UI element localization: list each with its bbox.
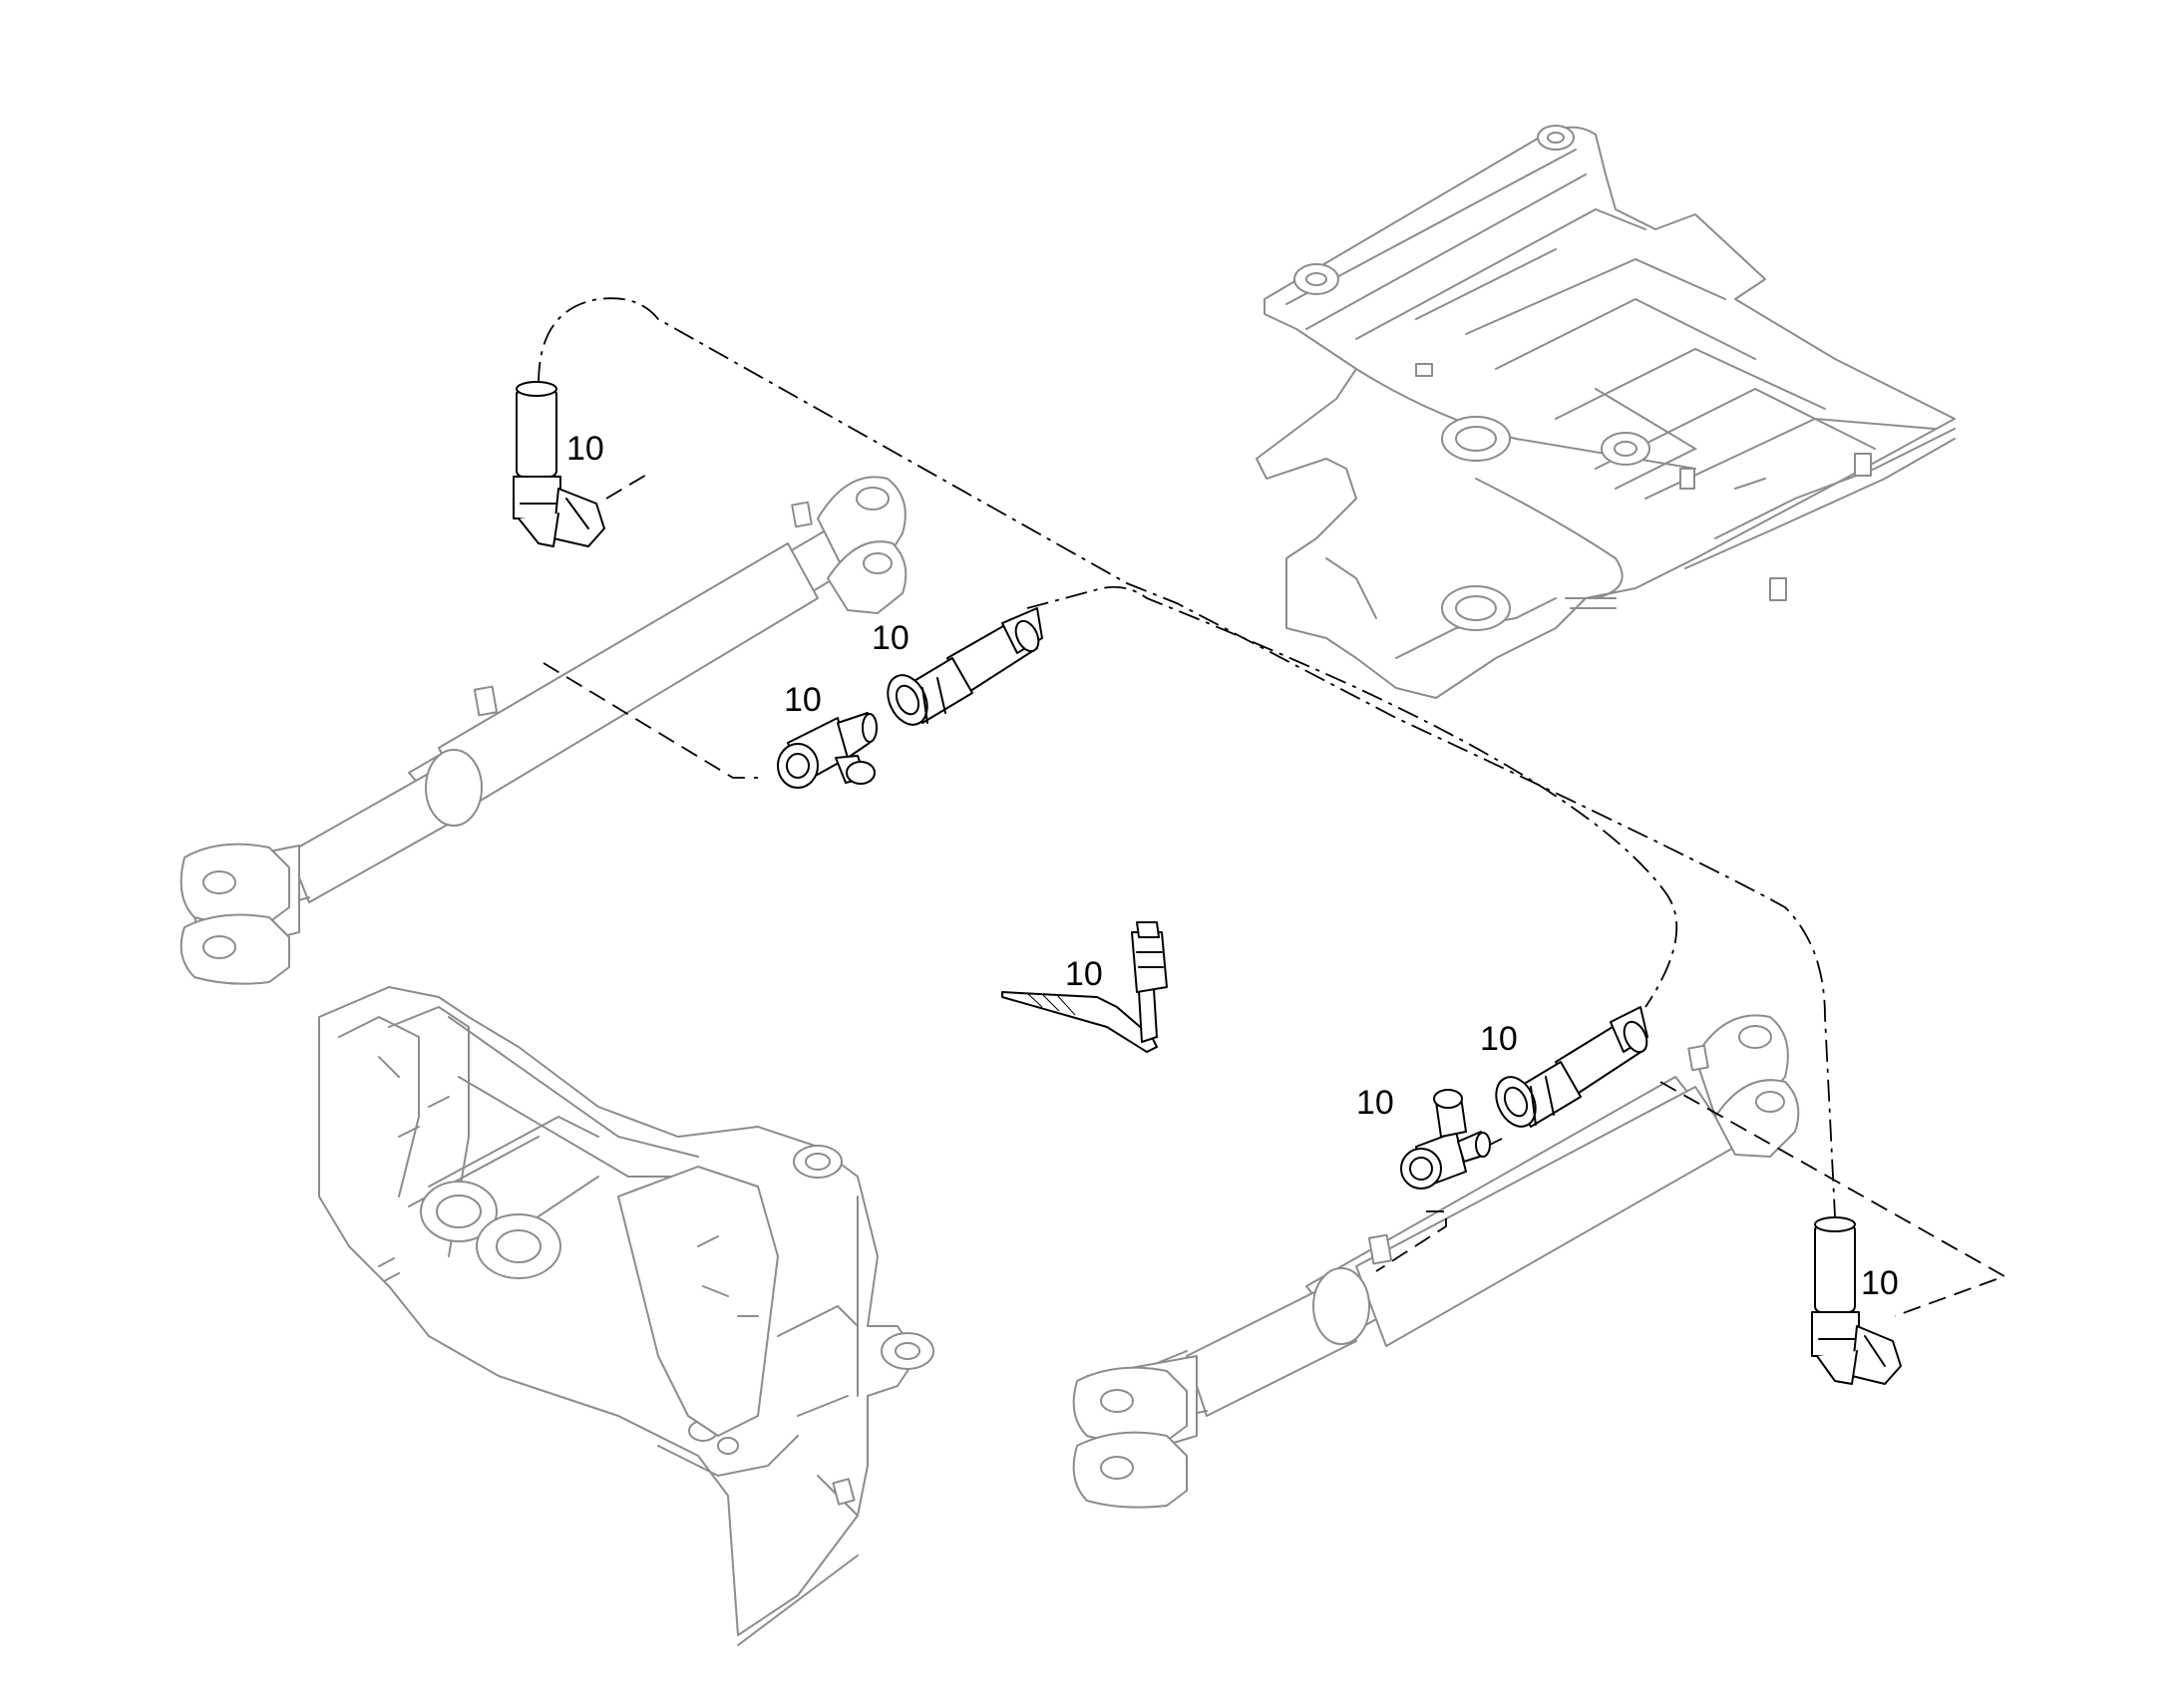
callout-hose-fitting-top-left: 10 xyxy=(566,430,604,468)
callout-tee-fitting-lower: 10 xyxy=(1356,1084,1394,1122)
tee-fitting-upper[interactable] xyxy=(777,712,878,789)
hose-end-upper[interactable] xyxy=(881,607,1043,731)
lower-hydraulic-cylinder xyxy=(1072,1014,1800,1509)
tee-fitting-lower[interactable] xyxy=(1400,1089,1491,1190)
leader-lines xyxy=(538,297,2007,1317)
upper-hydraulic-cylinder xyxy=(180,476,908,985)
callout-hose-end-upper: 10 xyxy=(872,619,909,657)
hose-fitting-top-left[interactable] xyxy=(513,381,605,547)
callout-labels: 10 10 10 10 10 10 10 xyxy=(566,430,1899,1302)
callout-tee-fitting-upper: 10 xyxy=(784,681,822,719)
chassis-frame xyxy=(1256,125,1956,699)
hose-fitting-bottom-right[interactable] xyxy=(1811,1216,1902,1385)
callout-clamp-bracket: 10 xyxy=(1065,955,1103,993)
callout-hose-fitting-bottom-right: 10 xyxy=(1861,1264,1899,1302)
hose-end-lower[interactable] xyxy=(1489,1006,1651,1133)
callout-hose-end-lower: 10 xyxy=(1480,1020,1518,1058)
loader-linkage xyxy=(318,986,934,1646)
clamp-bracket[interactable] xyxy=(1001,921,1168,1053)
